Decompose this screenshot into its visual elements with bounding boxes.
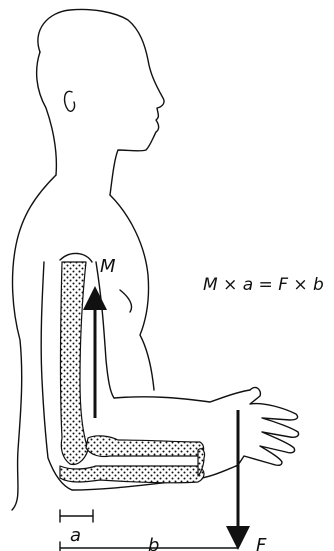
muscle-force-label: M [100, 256, 116, 277]
distance-b-label: b [148, 535, 159, 551]
equation-label: M × a = F × b [203, 275, 324, 295]
radius-bone [86, 436, 204, 457]
ear-outline [65, 91, 75, 111]
hand-outline [236, 388, 299, 466]
ulna-bone [60, 466, 204, 483]
armpit-line [60, 253, 92, 262]
back-of-head-outline [37, 52, 57, 175]
distance-a-bar [60, 510, 93, 522]
load-force-label: F [256, 535, 267, 551]
distance-a-label: a [70, 525, 81, 546]
torso-front-outline [110, 195, 154, 390]
forearm-top [114, 390, 250, 402]
upper-arm-inner [96, 262, 114, 398]
chest-fold [120, 290, 132, 312]
humerus-bone [61, 262, 89, 464]
